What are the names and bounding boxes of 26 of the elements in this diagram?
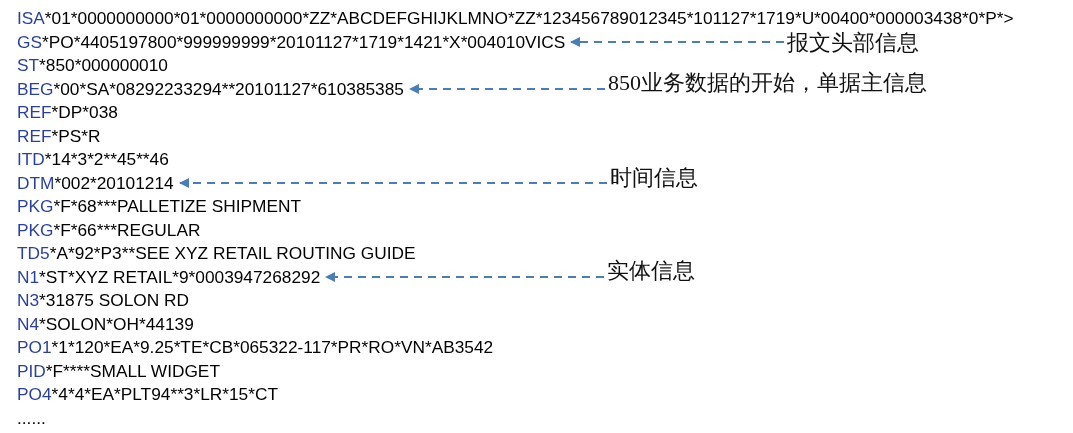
segment-line: REF*DP*038	[17, 102, 118, 122]
segment-line: ISA*01*0000000000*01*0000000000*ZZ*ABCDEFGHIJKLMNO*ZZ*123456789012345*101127*1719*U*00400*000003438*0*P*>	[17, 8, 1014, 28]
dashed-arrow	[179, 178, 608, 188]
segment-line: N4*SOLON*OH*44139	[17, 313, 194, 334]
segment-line: PID*F****SMALL WIDGET	[17, 360, 220, 381]
segment-line: TD5*A*92*P3**SEE XYZ RETAIL ROUTING GUIDE	[17, 243, 416, 263]
segment-line: ITD*14*3*2**45**46	[17, 149, 169, 169]
annotation-text: 850业务数据的开始，单据主信息	[608, 70, 927, 96]
dashed-arrow	[409, 84, 606, 94]
segment-line: REF*PS*R	[17, 125, 101, 146]
segment-line: ST*850*000000010	[17, 55, 168, 75]
segment-line: N3*31875 SOLON RD	[17, 290, 189, 310]
ellipsis-text: ......	[17, 407, 46, 428]
segment-line: DTM*002*20101214	[17, 172, 174, 193]
dashed-arrow	[325, 272, 605, 282]
segment-line: PO4*4*4*EA*PLT94**3*LR*15*CT	[17, 384, 278, 404]
segment-line: PO1*1*120*EA*9.25*TE*CB*065322-117*PR*RO*VN*AB3542	[17, 337, 494, 357]
segment-line: N1*ST*XYZ RETAIL*9*0003947268292	[17, 266, 321, 287]
annotation-text: 实体信息	[607, 258, 695, 284]
segment-line: BEG*00*SA*08292233294**20101127*610385385	[17, 78, 404, 99]
segment-line: GS*PO*4405197800*999999999*20101127*1719*1421*X*004010VICS	[17, 31, 566, 52]
segment-line: PKG*F*68***PALLETIZE SHIPMENT	[17, 196, 301, 216]
dashed-arrow	[570, 37, 785, 47]
annotation-text: 报文头部信息	[787, 30, 919, 56]
annotation-text: 时间信息	[610, 165, 698, 191]
segment-line: PKG*F*66***REGULAR	[17, 219, 201, 240]
